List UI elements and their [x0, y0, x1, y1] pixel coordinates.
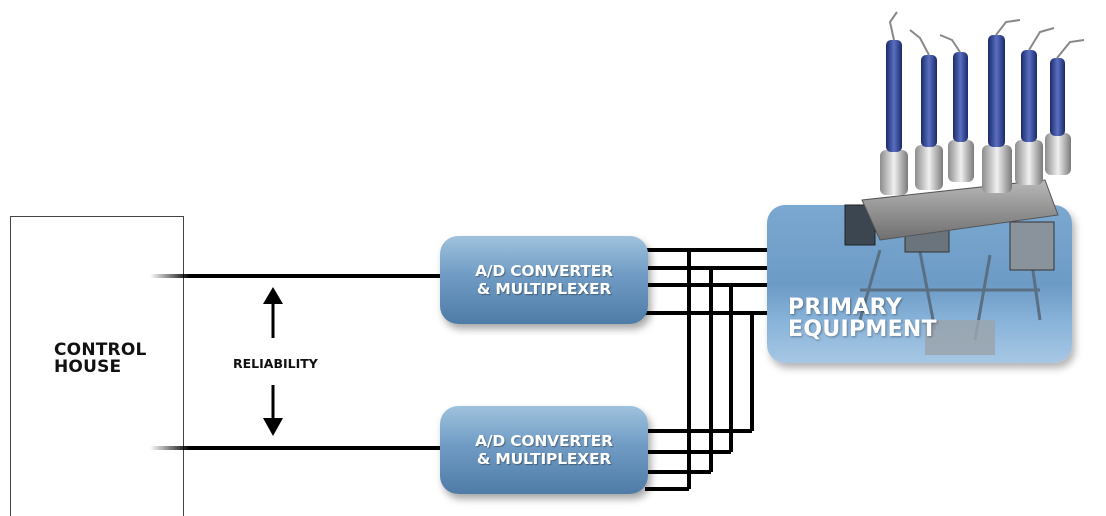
ad-converter-bottom: A/D CONVERTER & MULTIPLEXER	[440, 406, 648, 494]
control-house-box	[10, 216, 184, 516]
control-house-label: CONTROL HOUSE	[54, 342, 147, 376]
primary-equipment-label: PRIMARY EQUIPMENT	[788, 297, 937, 341]
ad-converter-top-line1: A/D CONVERTER	[475, 262, 613, 280]
bushing-4	[982, 19, 1021, 193]
bushing-6	[1045, 39, 1085, 175]
reliability-arrow-down	[263, 385, 283, 436]
ad-converter-top: A/D CONVERTER & MULTIPLEXER	[440, 236, 648, 324]
primary-equipment-label-line1: PRIMARY	[788, 295, 902, 320]
link-bottom	[190, 446, 442, 450]
control-house-label-line2: HOUSE	[54, 357, 122, 377]
ad-converter-top-line2: & MULTIPLEXER	[476, 280, 612, 298]
bushing-3	[939, 34, 974, 182]
primary-equipment-label-line2: EQUIPMENT	[788, 317, 937, 342]
bushing-1	[880, 11, 908, 195]
reliability-arrow-up	[263, 287, 283, 338]
ad-converter-bottom-line1: A/D CONVERTER	[475, 432, 613, 450]
link-top	[190, 274, 442, 278]
bus-wiring	[645, 248, 770, 491]
bushing-2	[909, 29, 943, 190]
equipment-base	[925, 320, 995, 355]
ad-converter-bottom-line2: & MULTIPLEXER	[476, 450, 612, 468]
link-bottom-fade	[150, 446, 190, 450]
bushing-5	[1015, 27, 1055, 185]
reliability-label: RELIABILITY	[233, 356, 318, 371]
control-house-label-line1: CONTROL	[54, 340, 147, 360]
control-cabinet-right	[1009, 221, 1055, 271]
link-top-fade	[150, 274, 190, 278]
